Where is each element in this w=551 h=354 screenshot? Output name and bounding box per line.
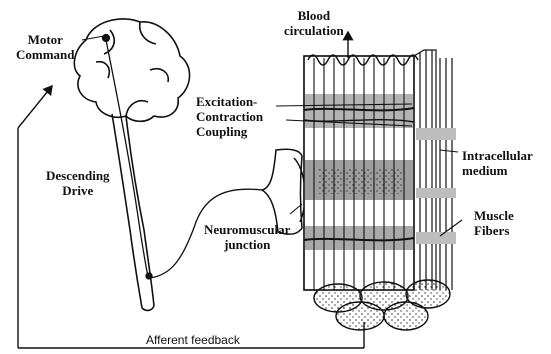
label-neuromuscular-junction: Neuromuscular junction (204, 222, 290, 252)
label-muscle-fibers-line1: Muscle (474, 208, 514, 223)
label-nmj-line2: junction (204, 237, 290, 252)
label-muscle-fibers-line2: Fibers (474, 223, 514, 238)
label-ecc-line2: Contraction (196, 109, 263, 124)
label-afferent-feedback: Afferent feedback (146, 333, 240, 347)
label-motor-command-line2: Command (16, 47, 75, 62)
muscle-fibers-bundle (414, 50, 456, 290)
muscle-block (304, 55, 418, 290)
label-nmj-line1: Neuromuscular (204, 222, 290, 237)
label-excitation-contraction-coupling: Excitation- Contraction Coupling (196, 94, 263, 139)
label-descending-drive-line2: Drive (46, 183, 110, 198)
label-descending-drive-line1: Descending (46, 168, 110, 183)
label-motor-command: Motor Command (16, 32, 75, 62)
spinal-cord (112, 114, 154, 310)
label-intracellular-line1: Intracellular (462, 148, 533, 163)
fiber-cross-sections (314, 280, 450, 330)
brain (74, 19, 189, 121)
label-blood-circulation-line2: circulation (284, 23, 344, 38)
label-descending-drive: Descending Drive (46, 168, 110, 198)
label-motor-command-line1: Motor (16, 32, 75, 47)
label-ecc-line3: Coupling (196, 124, 263, 139)
label-blood-circulation-line1: Blood (284, 8, 344, 23)
label-ecc-line1: Excitation- (196, 94, 263, 109)
label-blood-circulation: Blood circulation (284, 8, 344, 38)
label-intracellular-line2: medium (462, 163, 533, 178)
label-muscle-fibers: Muscle Fibers (474, 208, 514, 238)
label-intracellular-medium: Intracellular medium (462, 148, 533, 178)
